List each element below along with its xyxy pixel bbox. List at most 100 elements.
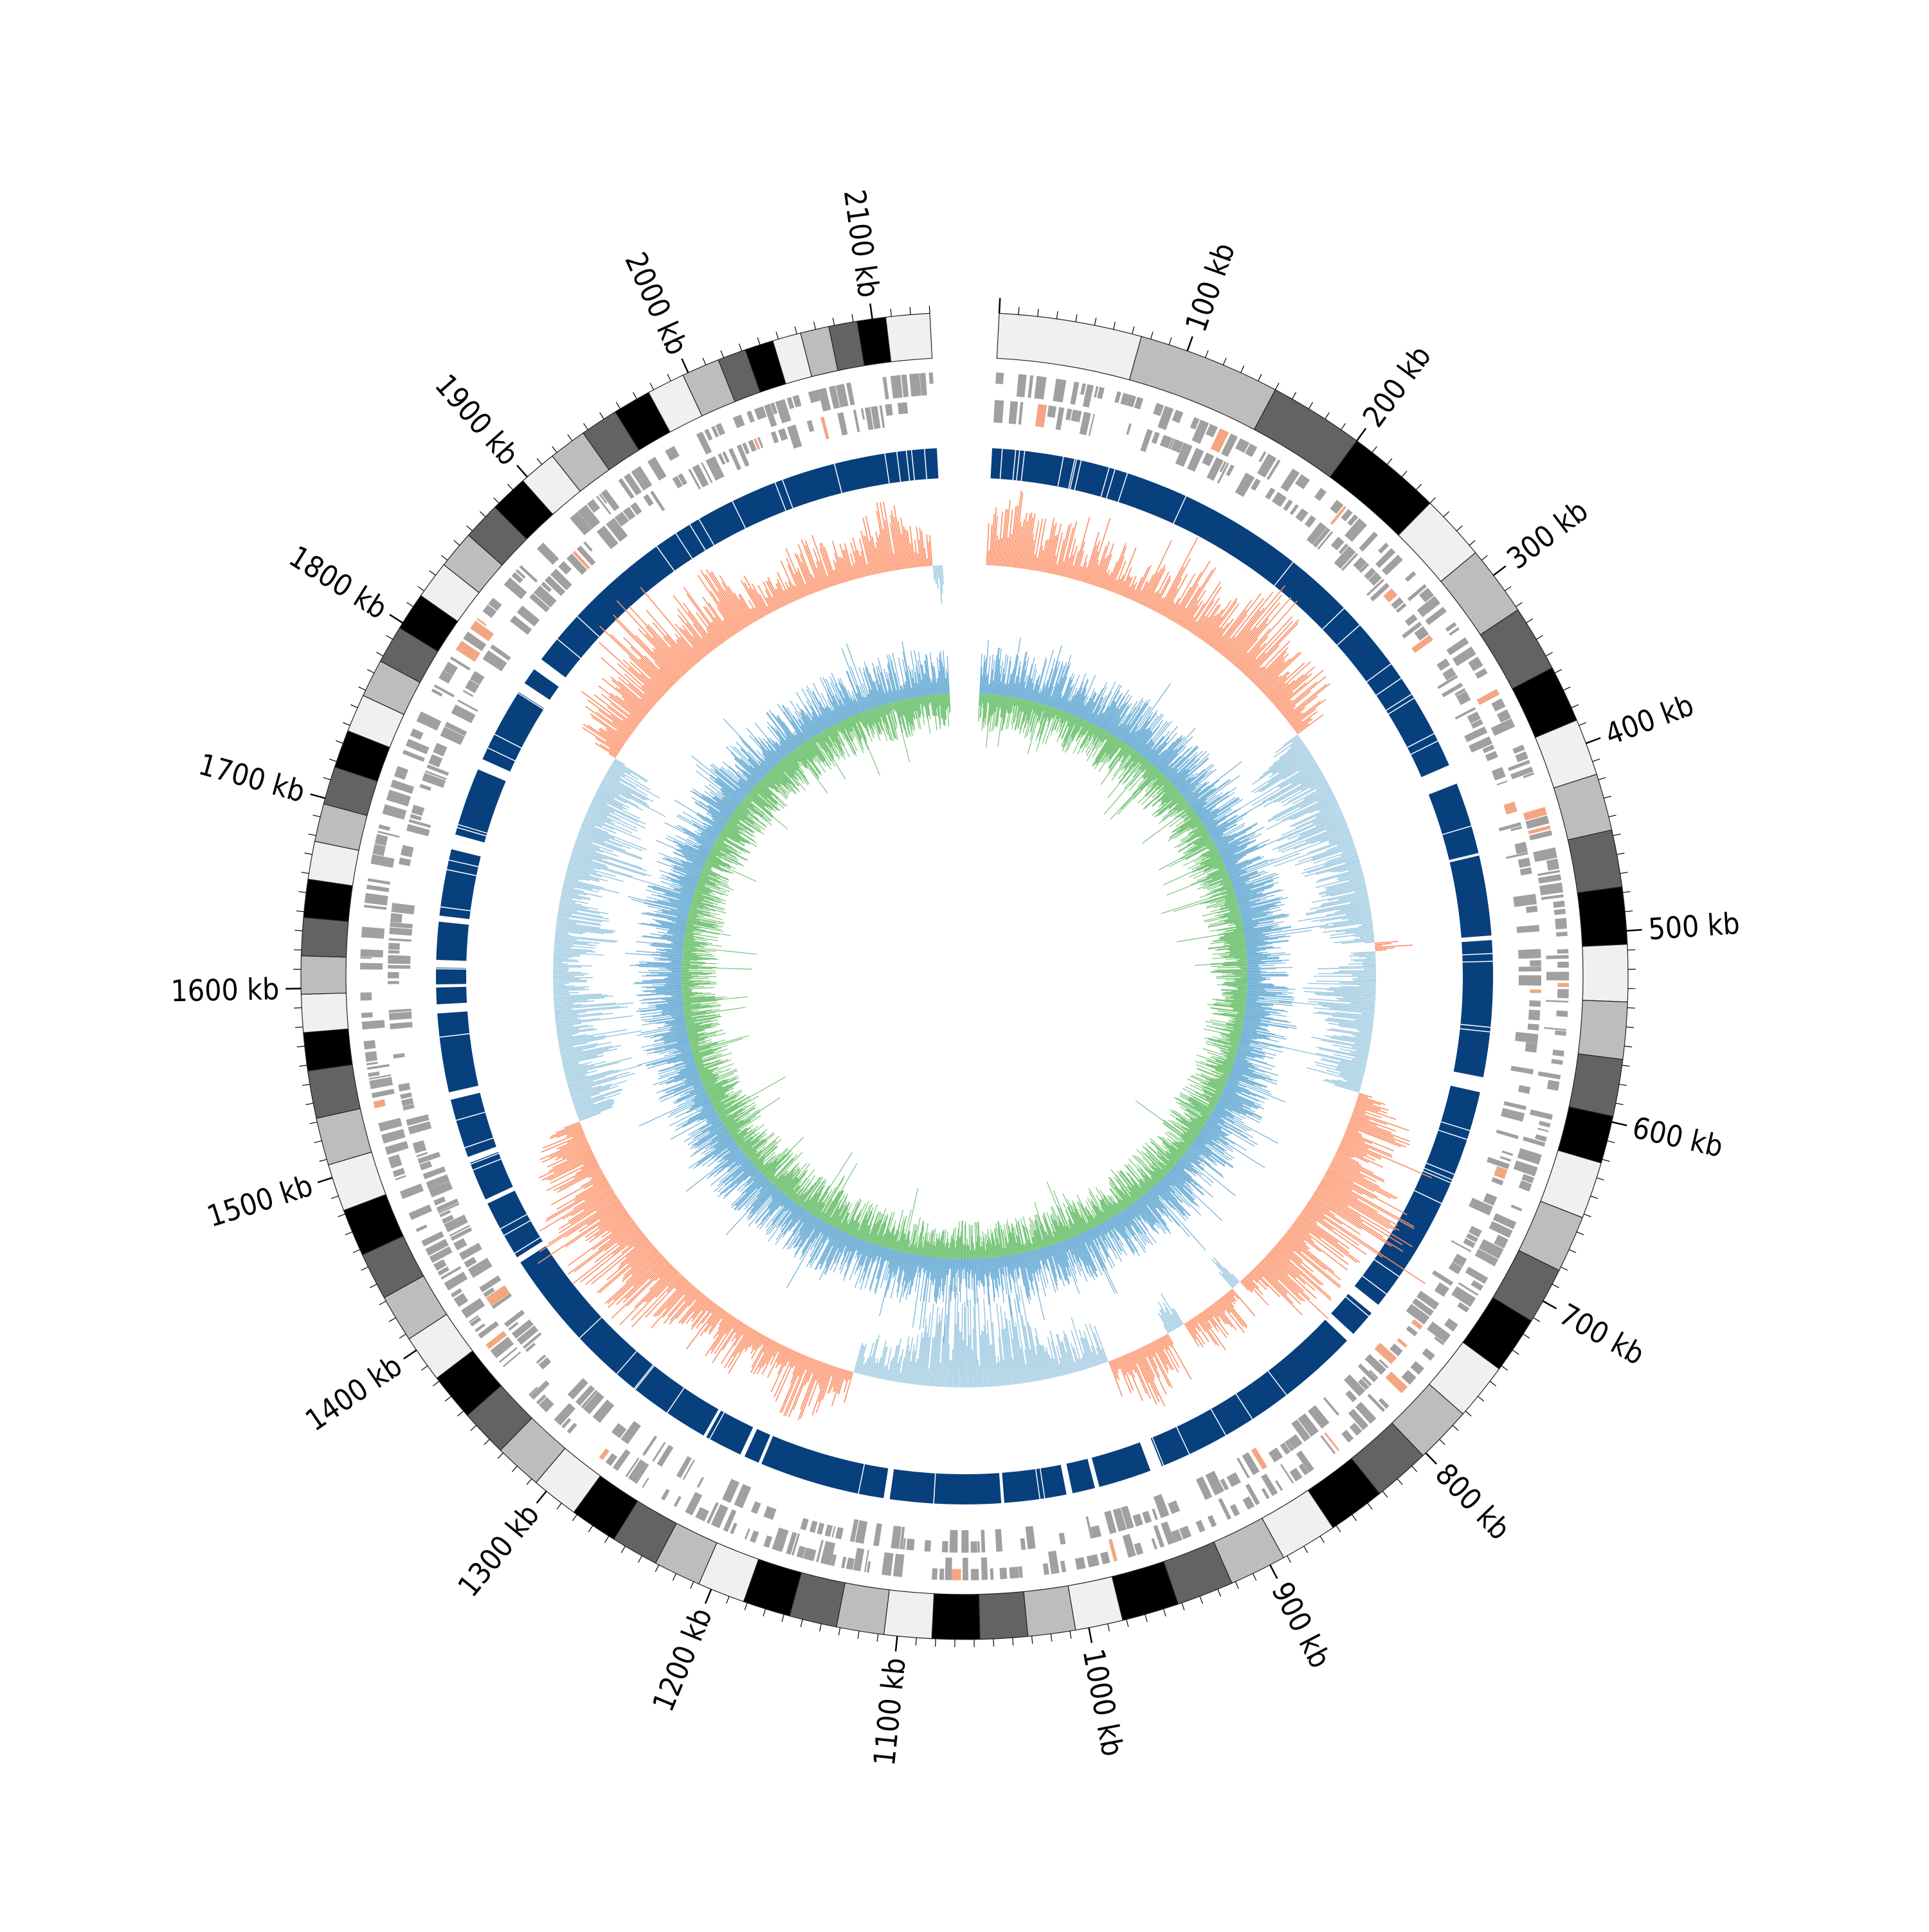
minor-tick <box>320 1159 327 1161</box>
minor-tick <box>1608 1141 1615 1142</box>
gene-feature <box>401 845 414 857</box>
minor-tick <box>1402 471 1407 477</box>
gene-feature <box>1341 1430 1354 1443</box>
content-high-bar <box>968 1259 969 1288</box>
skew-bar <box>553 988 584 989</box>
tick-label: 1300 kb <box>451 1497 546 1603</box>
content-low-bar <box>1238 988 1247 989</box>
gene-feature <box>893 1554 904 1577</box>
minor-tick <box>852 314 853 322</box>
gene-feature <box>567 1423 577 1434</box>
feature-segment <box>1429 784 1492 938</box>
minor-tick <box>1555 669 1562 673</box>
feature-segment <box>1002 1465 1066 1503</box>
major-tick <box>999 298 1000 313</box>
contig-block <box>308 1065 361 1119</box>
feature-segment <box>436 987 467 1004</box>
gene-feature <box>1397 1338 1408 1348</box>
gene-feature <box>379 824 390 831</box>
gene-feature <box>628 1459 649 1484</box>
gene-feature <box>433 1196 446 1205</box>
minor-tick <box>370 1284 377 1288</box>
gene-feature <box>885 404 892 416</box>
minor-tick <box>1536 635 1543 639</box>
minor-tick <box>776 332 778 339</box>
contig-block <box>1024 1585 1076 1636</box>
gene-feature <box>554 1403 576 1425</box>
gene-feature <box>393 1168 406 1177</box>
feature-segment <box>439 849 480 919</box>
gene-feature <box>1541 894 1564 900</box>
tick-label: 700 kb <box>1553 1297 1651 1372</box>
minor-tick <box>584 423 588 429</box>
gene-feature <box>1485 751 1498 761</box>
minor-tick <box>445 1396 451 1402</box>
gene-feature <box>392 903 415 914</box>
content-low-bar <box>978 694 979 722</box>
skew-bar <box>705 1316 733 1356</box>
minor-tick <box>336 741 343 743</box>
gene-feature <box>1530 960 1541 966</box>
minor-tick <box>1523 1334 1530 1338</box>
minor-tick <box>537 458 542 464</box>
gene-feature <box>388 965 410 969</box>
minor-tick <box>1571 705 1579 708</box>
gene-feature <box>1530 989 1541 993</box>
gene-feature <box>1070 382 1079 405</box>
gene-feature <box>1080 411 1091 435</box>
gene-feature <box>817 1522 824 1535</box>
minor-tick <box>376 653 383 656</box>
minor-tick <box>1200 1596 1202 1603</box>
gene-feature <box>880 405 885 428</box>
contig-block <box>884 1590 934 1639</box>
minor-tick <box>801 1620 802 1627</box>
minor-tick <box>1546 653 1553 656</box>
gene-feature <box>1518 949 1541 959</box>
gene-feature <box>1269 1447 1283 1462</box>
gene-feature <box>1218 1498 1231 1520</box>
minor-tick <box>1620 872 1628 874</box>
gene-feature <box>368 878 390 885</box>
gene-feature <box>963 1558 968 1580</box>
skew-bar <box>1351 959 1376 961</box>
gene-feature <box>750 1530 759 1542</box>
gene-feature <box>1546 1000 1568 1002</box>
skew-bar <box>1339 966 1376 967</box>
major-tick <box>1627 930 1642 931</box>
minor-tick <box>1481 555 1487 561</box>
gene-feature <box>1257 453 1276 477</box>
contig-block <box>303 879 352 921</box>
minor-tick <box>1056 311 1058 319</box>
gene-feature <box>745 1528 750 1539</box>
minor-tick <box>1593 759 1600 762</box>
gene-feature <box>1208 1515 1217 1527</box>
feature-segment <box>436 968 466 984</box>
skew-bar <box>1354 953 1375 955</box>
minor-tick <box>305 853 312 854</box>
gene-tracks <box>360 372 1569 1580</box>
major-tick <box>404 1350 417 1359</box>
skew-bar <box>1359 956 1375 957</box>
minor-tick <box>782 1614 784 1622</box>
gene-feature <box>1525 1042 1537 1052</box>
gene-feature <box>1272 492 1287 507</box>
tick-label: 400 kb <box>1600 687 1698 752</box>
gene-feature <box>657 1445 674 1467</box>
minor-tick <box>1625 911 1633 912</box>
feature-segment <box>1092 1442 1150 1486</box>
minor-tick <box>507 484 512 490</box>
gene-feature <box>1422 1348 1435 1361</box>
gene-feature <box>613 1449 631 1471</box>
gene-feature <box>1491 1177 1503 1186</box>
minor-tick <box>1604 796 1611 798</box>
skew-bar <box>1244 1278 1268 1305</box>
gene-feature <box>1227 1472 1241 1487</box>
gene-feature <box>1468 656 1483 671</box>
minor-tick <box>691 1582 694 1589</box>
feature-segment <box>1066 1459 1094 1494</box>
gene-feature <box>1496 781 1507 786</box>
gene-feature <box>825 1524 833 1537</box>
gene-feature <box>1492 767 1506 781</box>
gene-feature <box>1283 500 1292 511</box>
